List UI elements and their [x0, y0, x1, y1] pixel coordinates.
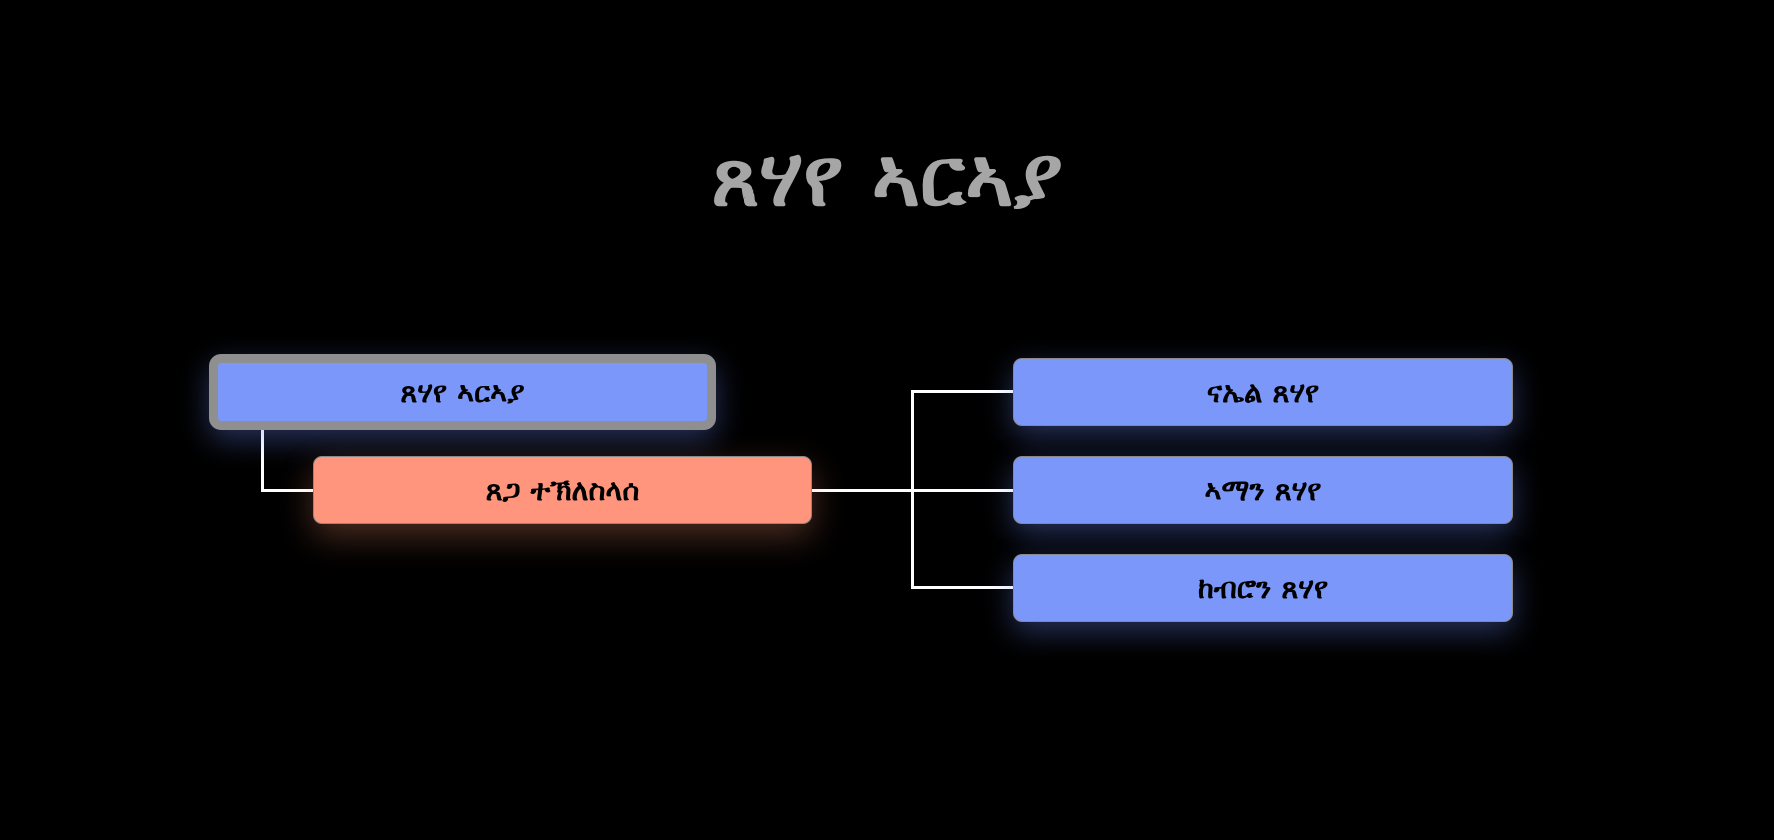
connector-child-1: [911, 390, 1013, 393]
node-child-1[interactable]: ናኤል ጸሃየ: [1013, 358, 1513, 426]
node-child-3[interactable]: ከብሮን ጸሃየ: [1013, 554, 1513, 622]
connector-root-down: [261, 430, 264, 492]
connector-child-3: [911, 586, 1013, 589]
node-child-2[interactable]: ኣማን ጸሃየ: [1013, 456, 1513, 524]
connector-child-2: [911, 489, 1013, 492]
diagram-title: ጸሃየ ኣርኣያ: [711, 130, 1063, 225]
node-label: ናኤል ጸሃየ: [1206, 374, 1320, 409]
node-root[interactable]: ጸሃየ ኣርኣያ: [209, 354, 716, 430]
connector-root-spouse: [261, 489, 313, 492]
node-label: ኣማን ጸሃየ: [1204, 472, 1322, 507]
node-spouse[interactable]: ጸጋ ተኽለስላሰ: [313, 456, 812, 524]
node-label: ከብሮን ጸሃየ: [1197, 570, 1329, 605]
connector-spouse-children: [812, 489, 913, 492]
node-label: ጸሃየ ኣርኣያ: [400, 374, 525, 409]
node-label: ጸጋ ተኽለስላሰ: [485, 472, 640, 507]
